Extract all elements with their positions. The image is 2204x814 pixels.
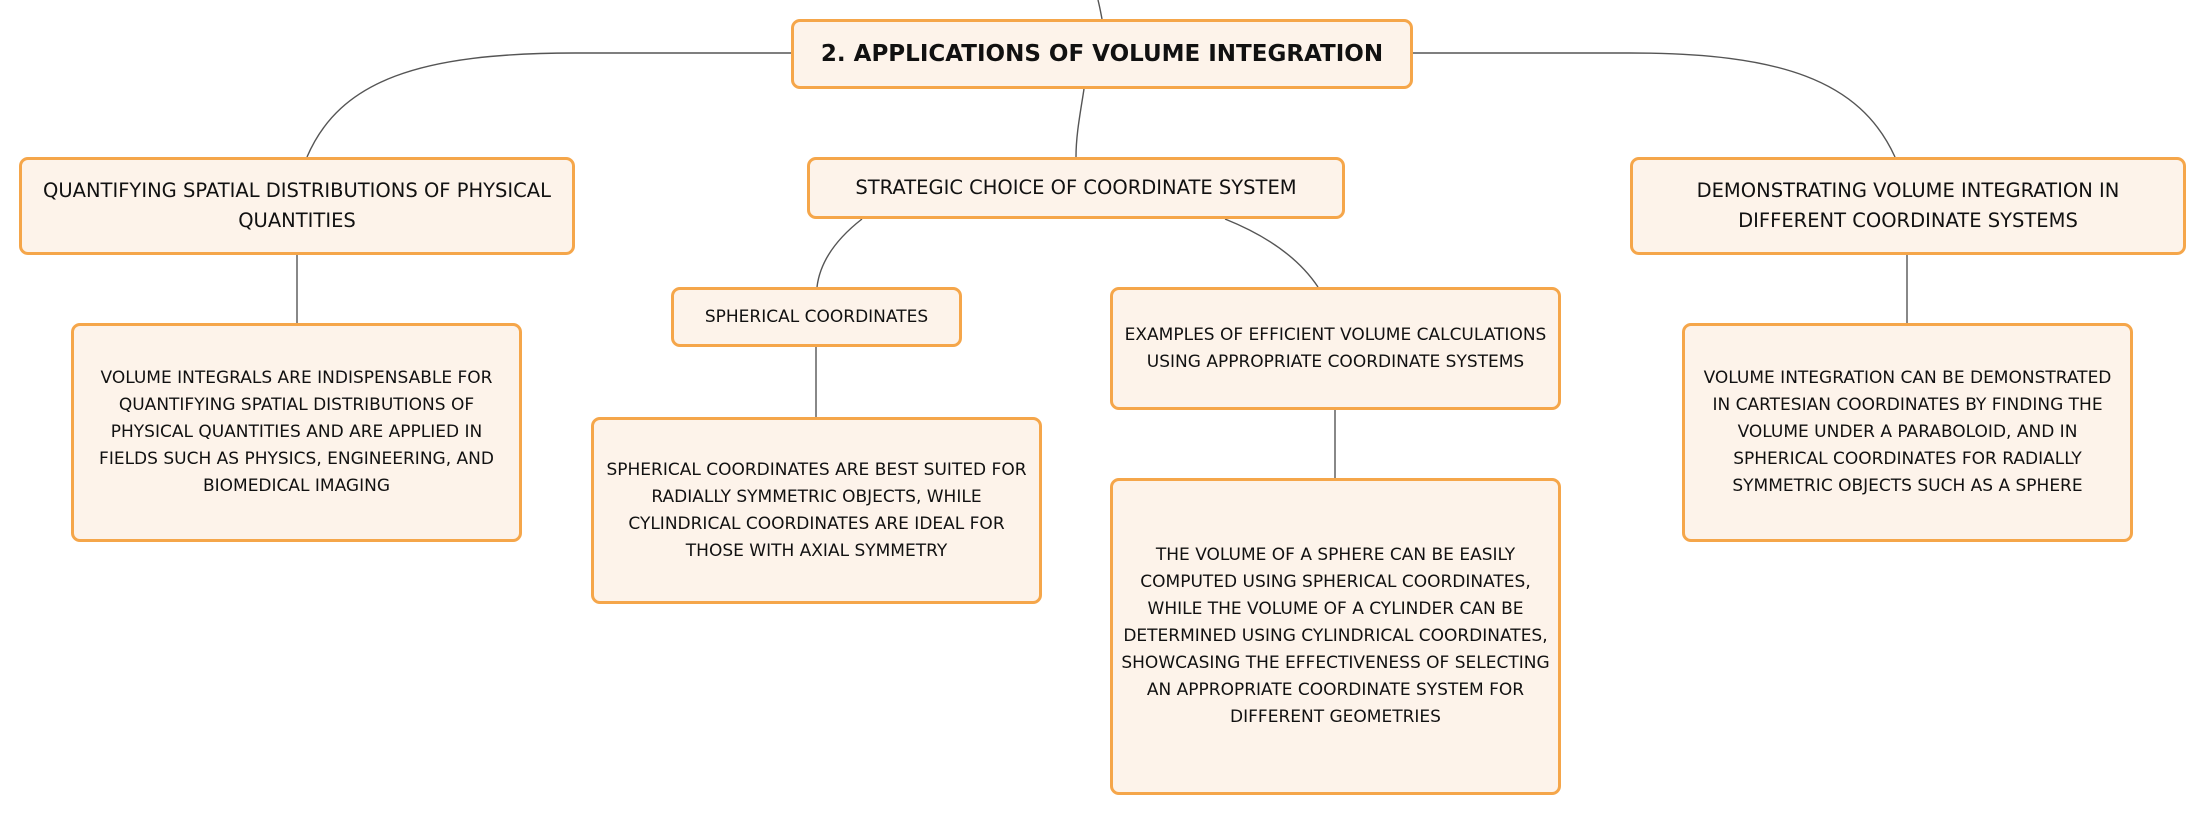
examples-detail-node[interactable]: THE VOLUME OF A SPHERE CAN BE EASILY COM…	[1110, 478, 1561, 795]
connector-strategic-to-spherical	[816, 218, 863, 288]
connector-parent-to-root	[1097, 0, 1103, 20]
strategic-choice-node[interactable]: STRATEGIC CHOICE OF COORDINATE SYSTEM	[807, 157, 1345, 219]
connector-root-to-quantifying	[306, 52, 791, 158]
quantifying-detail-text: VOLUME INTEGRALS ARE INDISPENSABLE FOR Q…	[99, 368, 494, 496]
quantifying-node[interactable]: QUANTIFYING SPATIAL DISTRIBUTIONS OF PHY…	[19, 157, 575, 255]
examples-label: EXAMPLES OF EFFICIENT VOLUME CALCULATION…	[1124, 324, 1547, 372]
demonstrating-detail-text: VOLUME INTEGRATION CAN BE DEMONSTRATED I…	[1703, 368, 2112, 496]
quantifying-label: QUANTIFYING SPATIAL DISTRIBUTIONS OF PHY…	[43, 179, 551, 232]
connector-root-to-demonstrating	[1413, 52, 1896, 158]
quantifying-detail-node[interactable]: VOLUME INTEGRALS ARE INDISPENSABLE FOR Q…	[71, 323, 522, 542]
connector-root-to-strategic	[1075, 88, 1085, 158]
demonstrating-node[interactable]: DEMONSTRATING VOLUME INTEGRATION IN DIFF…	[1630, 157, 2186, 255]
spherical-coordinates-label: SPHERICAL COORDINATES	[704, 306, 929, 327]
demonstrating-label: DEMONSTRATING VOLUME INTEGRATION IN DIFF…	[1696, 179, 2120, 232]
root-topic-label: 2. APPLICATIONS OF VOLUME INTEGRATION	[820, 41, 1384, 67]
spherical-coordinates-node[interactable]: SPHERICAL COORDINATES	[671, 287, 962, 347]
examples-node[interactable]: EXAMPLES OF EFFICIENT VOLUME CALCULATION…	[1110, 287, 1561, 410]
root-topic-node[interactable]: 2. APPLICATIONS OF VOLUME INTEGRATION	[791, 19, 1413, 89]
demonstrating-detail-node[interactable]: VOLUME INTEGRATION CAN BE DEMONSTRATED I…	[1682, 323, 2133, 542]
strategic-choice-label: STRATEGIC CHOICE OF COORDINATE SYSTEM	[855, 176, 1297, 199]
spherical-detail-text: SPHERICAL COORDINATES ARE BEST SUITED FO…	[606, 459, 1027, 561]
spherical-detail-node[interactable]: SPHERICAL COORDINATES ARE BEST SUITED FO…	[591, 417, 1042, 604]
examples-detail-text: THE VOLUME OF A SPHERE CAN BE EASILY COM…	[1121, 545, 1550, 727]
connector-strategic-to-examples	[1224, 218, 1319, 288]
